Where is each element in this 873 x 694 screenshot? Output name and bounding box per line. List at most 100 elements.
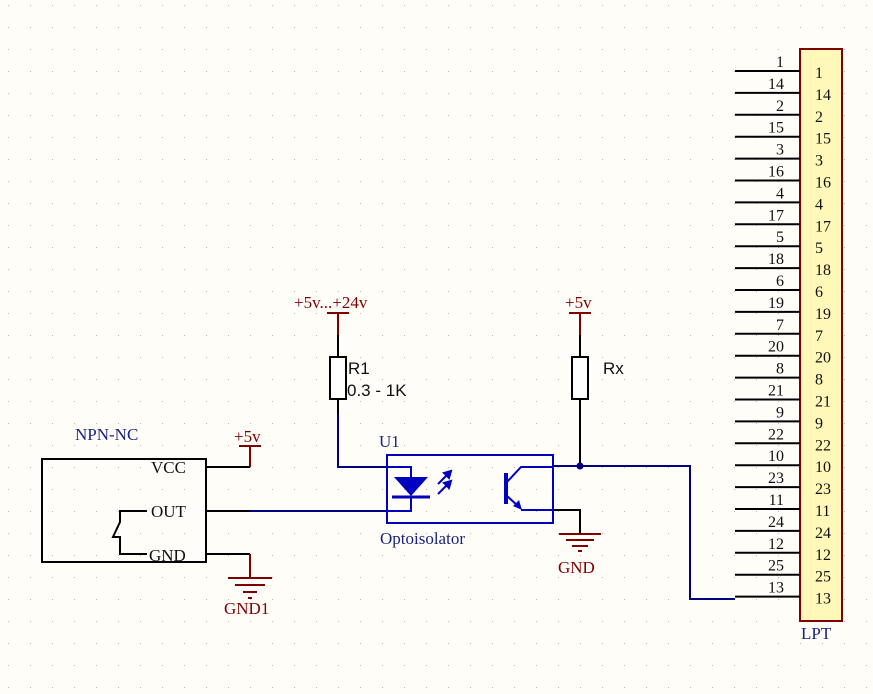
- grid-dot: [756, 401, 757, 402]
- grid-dot: [514, 247, 515, 248]
- grid-dot: [140, 159, 141, 160]
- grid-dot: [866, 159, 867, 160]
- lpt-pin[interactable]: 77: [735, 317, 823, 345]
- resistor-r1[interactable]: R1 0.3 - 1K: [329, 335, 407, 414]
- grid-dot: [492, 357, 493, 358]
- grid-dot: [866, 181, 867, 182]
- grid-dot: [52, 5, 53, 6]
- grid-dot: [602, 203, 603, 204]
- power-port-rx-supply[interactable]: +5v: [565, 293, 592, 335]
- ground-symbol-gnd1[interactable]: GND1: [224, 554, 272, 618]
- power-port-r1-supply[interactable]: +5v...+24v: [294, 293, 368, 335]
- grid-dot: [184, 445, 185, 446]
- lpt-pin[interactable]: 99: [735, 404, 823, 432]
- grid-dot: [778, 357, 779, 358]
- grid-dot: [602, 687, 603, 688]
- grid-dot: [74, 115, 75, 116]
- grid-dot: [712, 5, 713, 6]
- lpt-pin[interactable]: 11: [735, 54, 823, 82]
- grid-dot: [382, 335, 383, 336]
- grid-dot: [646, 27, 647, 28]
- grid-dot: [30, 49, 31, 50]
- grid-dot: [360, 49, 361, 50]
- grid-dot: [96, 115, 97, 116]
- lpt-pin[interactable]: 66: [735, 273, 823, 301]
- resistor-rx[interactable]: Rx: [571, 335, 624, 400]
- ground-symbol-gnd[interactable]: GND: [558, 533, 601, 577]
- sensor-npn-nc[interactable]: NPN-NC VCC OUT GND: [41, 425, 250, 565]
- grid-dot: [668, 621, 669, 622]
- grid-dot: [778, 291, 779, 292]
- grid-dot: [8, 467, 9, 468]
- grid-dot: [360, 335, 361, 336]
- grid-dot: [294, 313, 295, 314]
- grid-dot: [162, 5, 163, 6]
- grid-dot: [404, 225, 405, 226]
- grid-dot: [30, 93, 31, 94]
- wire-r1-to-opto[interactable]: [337, 414, 386, 468]
- lpt-pin[interactable]: 88: [735, 361, 823, 389]
- lpt-pin[interactable]: 44: [735, 185, 823, 213]
- grid-dot: [866, 5, 867, 6]
- optoisolator-u1[interactable]: U1 Optoisolator: [379, 432, 554, 548]
- grid-dot: [602, 665, 603, 666]
- grid-dot: [206, 665, 207, 666]
- connector-lpt[interactable]: 1114142215153316164417175518186619197720…: [735, 48, 843, 643]
- grid-dot: [316, 313, 317, 314]
- grid-dot: [844, 379, 845, 380]
- lpt-pin[interactable]: 33: [735, 142, 823, 170]
- lpt-pin-name: 6: [815, 284, 823, 301]
- grid-dot: [646, 489, 647, 490]
- grid-dot: [74, 643, 75, 644]
- grid-dot: [338, 555, 339, 556]
- lpt-pin-number: 22: [768, 426, 784, 443]
- grid-dot: [118, 687, 119, 688]
- grid-dot: [74, 621, 75, 622]
- grid-dot: [470, 137, 471, 138]
- grid-dot: [30, 291, 31, 292]
- lpt-pin-name: 5: [815, 240, 823, 257]
- grid-dot: [96, 313, 97, 314]
- lpt-pin-number: 18: [768, 251, 784, 268]
- grid-dot: [96, 467, 97, 468]
- grid-dot: [140, 467, 141, 468]
- grid-dot: [624, 291, 625, 292]
- grid-dot: [250, 247, 251, 248]
- grid-dot: [52, 225, 53, 226]
- lpt-pin[interactable]: 55: [735, 229, 823, 257]
- grid-dot: [272, 159, 273, 160]
- power-port-sensor-vcc[interactable]: +5v: [234, 427, 261, 467]
- grid-dot: [536, 137, 537, 138]
- grid-dot: [52, 93, 53, 94]
- grid-dot: [338, 71, 339, 72]
- grid-dot: [404, 181, 405, 182]
- grid-dot: [558, 555, 559, 556]
- grid-dot: [624, 665, 625, 666]
- grid-dot: [712, 225, 713, 226]
- grid-dot: [734, 291, 735, 292]
- lpt-pin-number: 16: [768, 164, 784, 181]
- wire-collector-to-lpt13[interactable]: [553, 465, 735, 600]
- gnd1-label: GND1: [224, 599, 269, 618]
- grid-dot: [316, 467, 317, 468]
- grid-dot: [8, 159, 9, 160]
- grid-dot: [382, 555, 383, 556]
- lpt-pin[interactable]: 22: [735, 98, 823, 126]
- grid-dot: [184, 533, 185, 534]
